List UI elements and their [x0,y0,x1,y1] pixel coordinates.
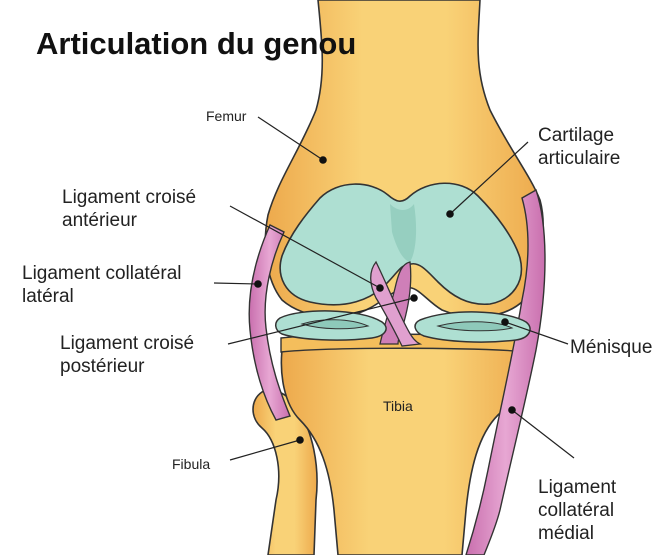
label-lcp: Ligament croisé postérieur [60,332,194,378]
label-lmc-line3: médial [538,522,616,545]
label-cartilage: Cartilage articulaire [538,124,620,170]
label-menisque: Ménisque [570,336,652,359]
label-llc: Ligament collatéral latéral [22,262,181,308]
dot-lcp [410,294,418,302]
label-lcp-line1: Ligament croisé [60,332,194,355]
label-lmc: Ligament collatéral médial [538,476,616,546]
dot-fibula [296,436,304,444]
dot-femur [319,156,327,164]
label-lca-line2: antérieur [62,209,196,232]
label-lca-line1: Ligament croisé [62,186,196,209]
dot-lmc [508,406,516,414]
label-fibula: Fibula [172,456,210,473]
label-femur: Femur [206,108,246,125]
diagram-title: Articulation du genou [36,26,356,62]
label-lmc-line1: Ligament [538,476,616,499]
label-tibia: Tibia [383,398,413,415]
label-cartilage-line1: Cartilage [538,124,620,147]
leader-lmc [512,410,574,458]
label-lmc-line2: collatéral [538,499,616,522]
dot-menisque [501,318,509,326]
label-lca: Ligament croisé antérieur [62,186,196,232]
dot-lca [376,284,384,292]
label-llc-line1: Ligament collatéral [22,262,181,285]
dot-cartilage [446,210,454,218]
dot-llc [254,280,262,288]
label-llc-line2: latéral [22,285,181,308]
label-cartilage-line2: articulaire [538,147,620,170]
label-lcp-line2: postérieur [60,355,194,378]
